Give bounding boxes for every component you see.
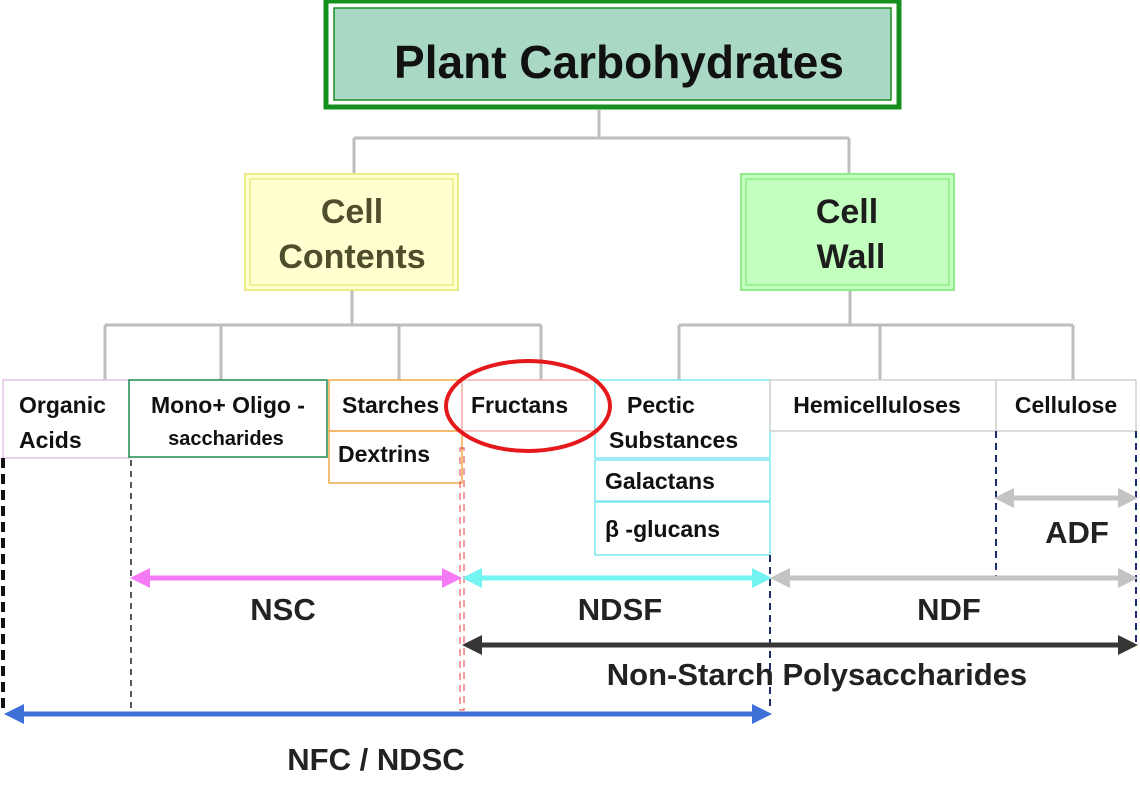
title-box: Plant Carbohydrates [323,0,902,110]
adf-label: ADF [1045,515,1109,550]
fructans-label: Fructans [471,392,568,418]
starches-box: Starches [328,379,463,432]
cell-contents-line1: Cell [321,193,383,231]
lower-connectors [103,291,1075,380]
pectic-line2: Substances [609,427,738,453]
page-title: Plant Carbohydrates [394,36,844,88]
cellulose-box: Cellulose [995,379,1137,432]
dextrins-box: Dextrins [328,430,463,484]
top-connectors [352,110,851,173]
cell-contents-line2: Contents [278,238,425,276]
nsc-label: NSC [250,592,315,627]
cell-wall-line2: Wall [817,238,886,276]
pectic-substances-box: Pectic Substances [594,379,771,459]
starches-label: Starches [342,392,439,418]
dextrins-label: Dextrins [338,441,430,467]
mono-oligo-line2: saccharides [168,428,284,450]
organic-acids-line2: Acids [19,427,82,453]
cell-wall-line1: Cell [816,193,878,231]
ndsf-label: NDSF [578,592,662,627]
ndf-label: NDF [917,592,981,627]
cell-wall-box: Cell Wall [740,173,955,291]
beta-glucans-box: β -glucans [594,501,771,556]
fructans-box: Fructans [461,379,596,432]
hemicelluloses-box: Hemicelluloses [769,379,997,432]
fructans-highlight-circle [444,359,612,453]
nsp-label: Non-Starch Polysaccharides [607,657,1027,692]
organic-acids-box: Organic Acids [2,379,131,459]
cell-contents-box: Cell Contents [244,173,459,291]
nfc-label: NFC / NDSC [287,742,464,777]
mono-oligo-box: Mono+ Oligo - saccharides [128,379,328,458]
beta-glucans-label: β -glucans [605,516,720,542]
organic-acids-line1: Organic [19,392,106,418]
galactans-box: Galactans [594,459,771,502]
galactans-label: Galactans [605,468,715,494]
pectic-line1: Pectic [627,392,695,418]
cellulose-label: Cellulose [1015,392,1117,418]
hemicelluloses-label: Hemicelluloses [793,392,960,418]
mono-oligo-line1: Mono+ Oligo - [151,392,305,418]
starch-fructan-divider [459,447,465,711]
